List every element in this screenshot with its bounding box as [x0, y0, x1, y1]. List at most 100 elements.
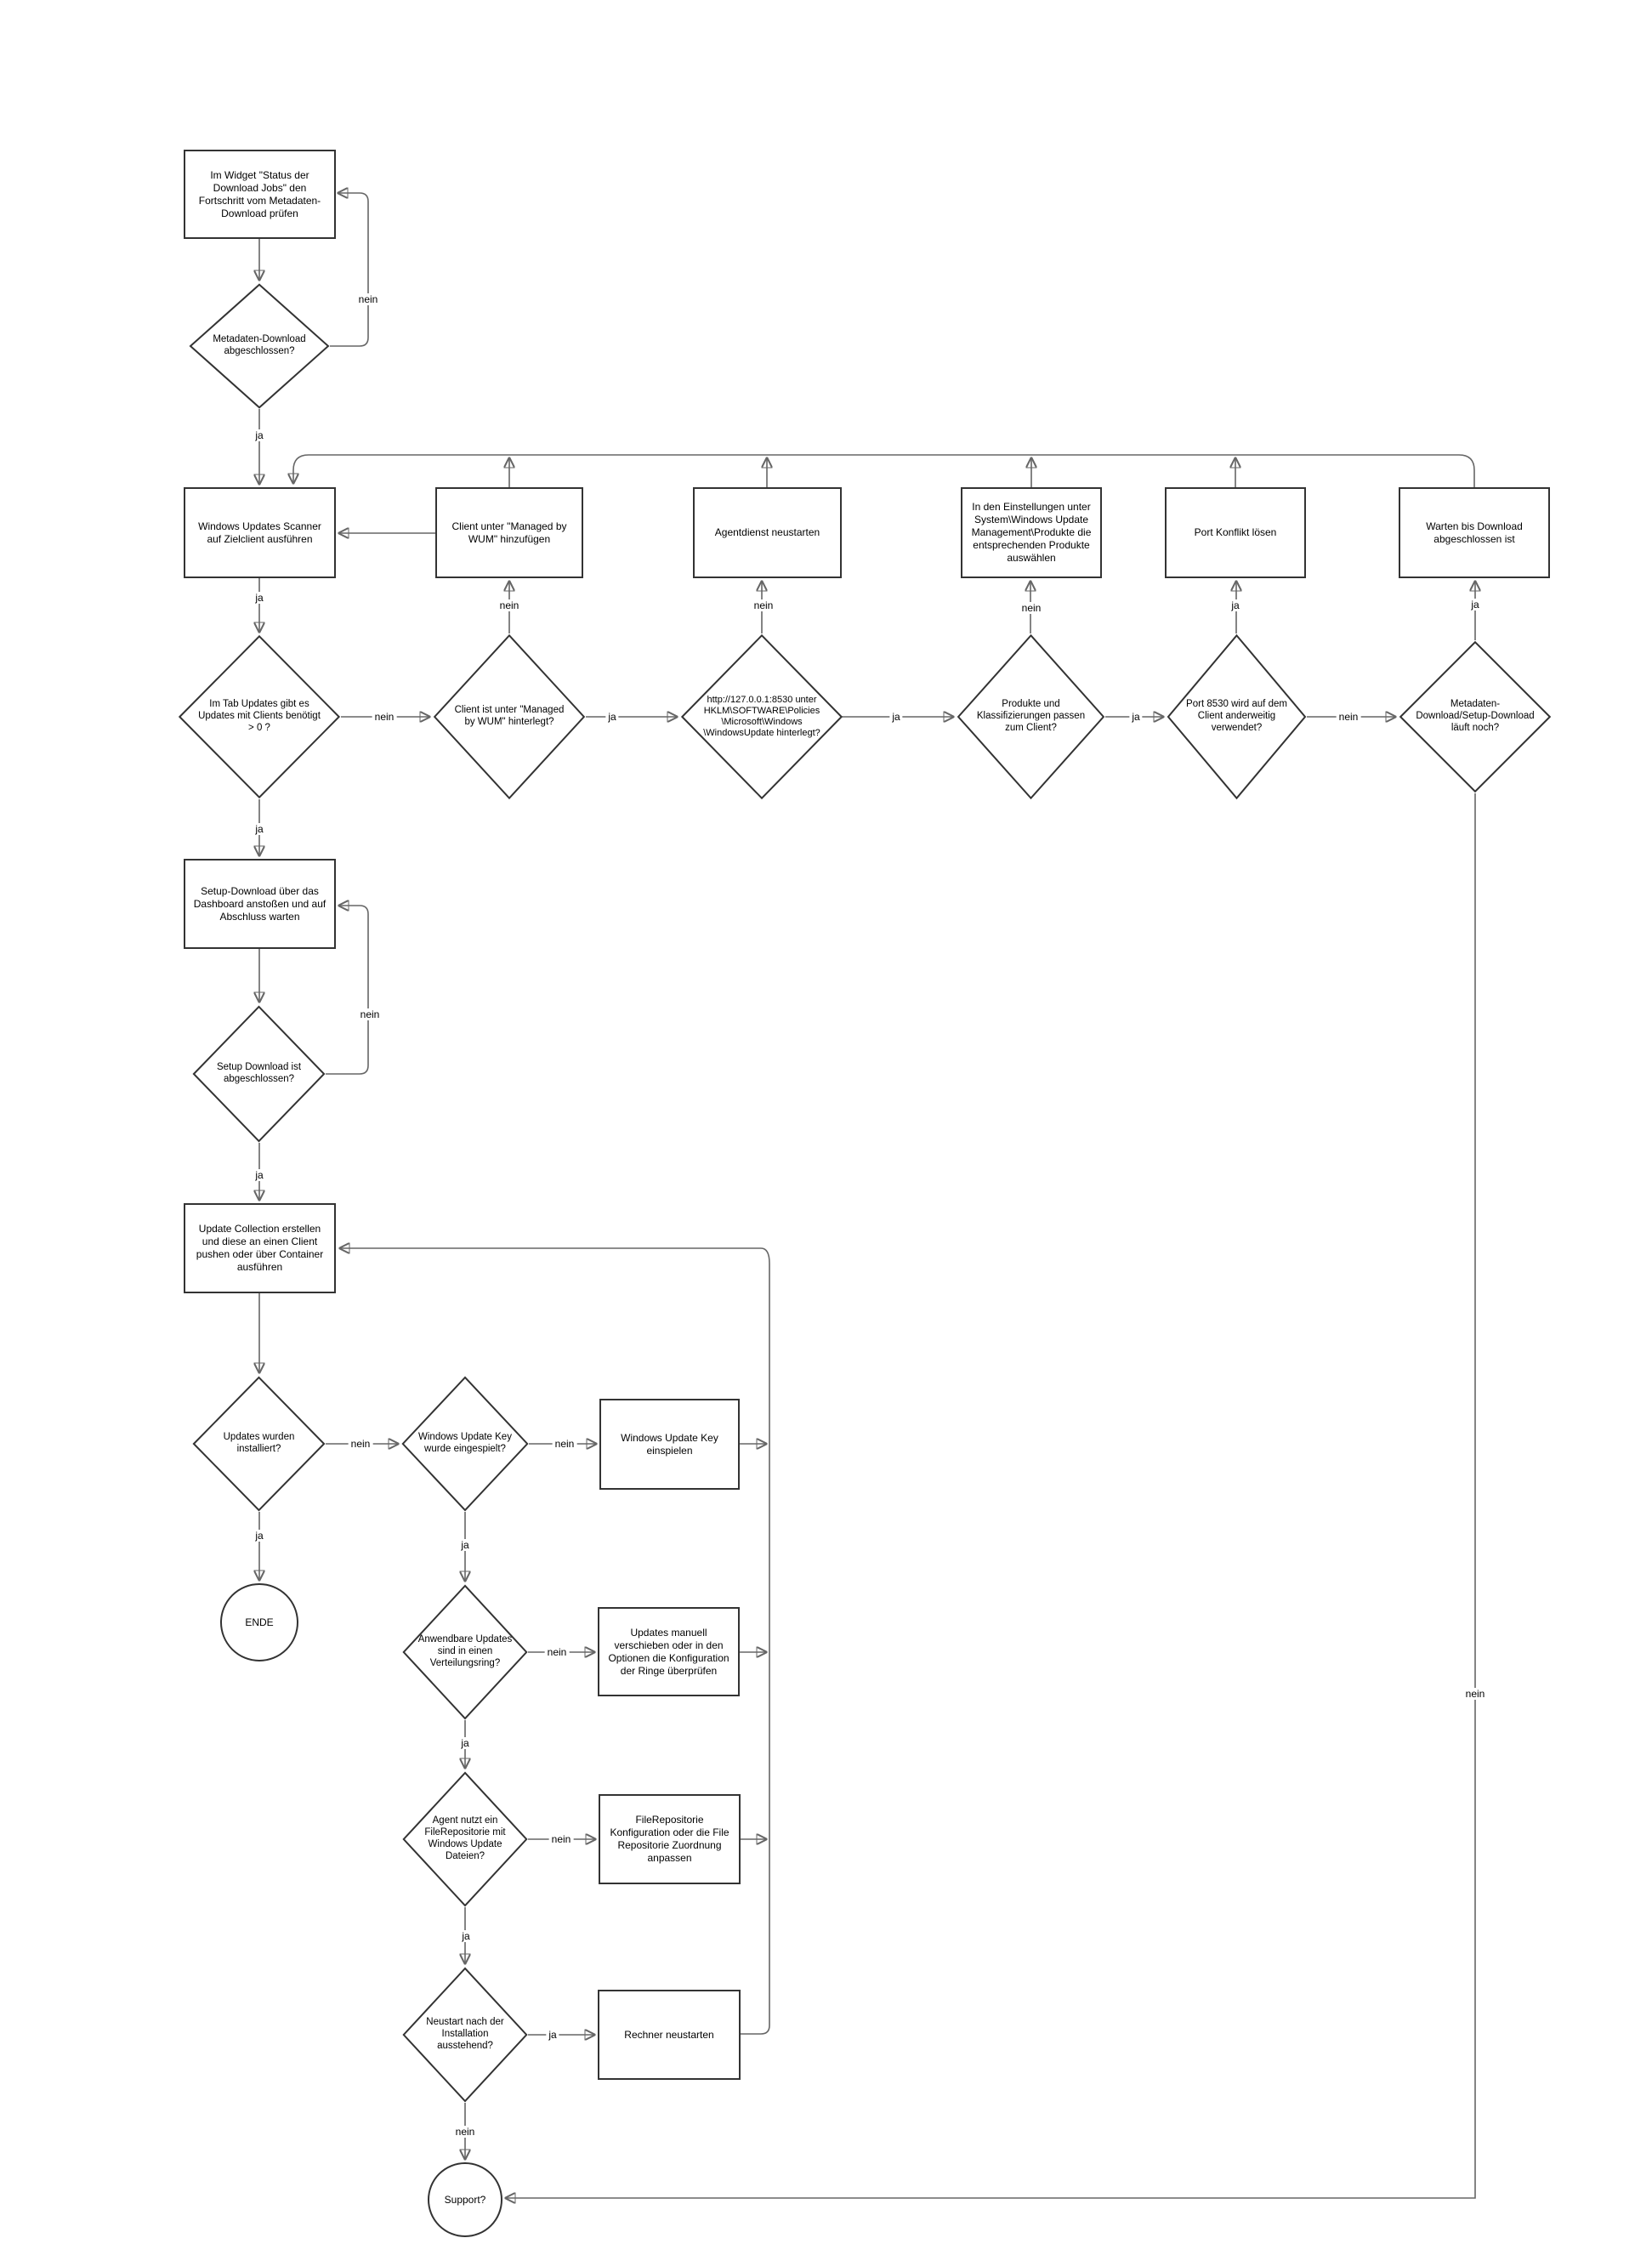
edge-label-ja: ja — [253, 1530, 266, 1542]
decision-label: Neustart nach der Installation ausstehen… — [426, 2017, 504, 2051]
process-client-hinzufuegen: Client unter "Managed by WUM" hinzufügen — [435, 487, 583, 578]
diamond-shape — [957, 633, 1105, 800]
edge-label-nein: nein — [751, 599, 776, 611]
edge-laeuft-nein-to-support — [506, 793, 1476, 2198]
process-label: Setup-Download über das Dashboard anstoß… — [193, 884, 326, 923]
edge-label-ja: ja — [605, 711, 619, 723]
decision-label: Produkte und Klassifizierungen passen zu… — [976, 699, 1086, 733]
terminal-support: Support? — [428, 2162, 502, 2237]
edge-label-nein: nein — [1019, 602, 1044, 614]
edge-label-nein: nein — [357, 1008, 383, 1020]
decision-filerepo: Agent nutzt ein FileRepositorie mit Wind… — [402, 1771, 528, 1907]
process-label: Update Collection erstellen und diese an… — [196, 1223, 324, 1273]
process-label: Warten bis Download abgeschlossen ist — [1426, 520, 1523, 545]
process-label: Windows Updates Scanner auf Zielclient a… — [198, 520, 321, 545]
process-filerepo-konfig: FileRepositorie Konfiguration oder die F… — [599, 1794, 741, 1884]
process-label: Rechner neustarten — [624, 2028, 714, 2041]
process-rechner-neustarten: Rechner neustarten — [598, 1990, 741, 2080]
process-scanner: Windows Updates Scanner auf Zielclient a… — [184, 487, 336, 578]
edge-label-ja: ja — [1229, 599, 1242, 611]
process-label: Windows Update Key einspielen — [621, 1431, 718, 1457]
edge-feedback-bus-to-scanner — [293, 454, 1475, 487]
edge-label-ja: ja — [459, 1930, 473, 1942]
process-label: In den Einstellungen unter System\Window… — [971, 501, 1092, 564]
diamond-shape — [178, 634, 341, 799]
edge-metadata-nein-loop — [330, 193, 369, 347]
decision-label: Metadaten-Download/Setup-Download läuft … — [1416, 699, 1535, 733]
edge-label-nein: nein — [544, 1646, 570, 1658]
diamond-shape — [192, 1376, 326, 1512]
process-updates-manuell: Updates manuell verschieben oder in den … — [598, 1607, 740, 1696]
decision-updates-installiert: Updates wurden installiert? — [192, 1376, 326, 1512]
process-label: Updates manuell verschieben oder in den … — [608, 1626, 729, 1677]
decision-label: Agent nutzt ein FileRepositorie mit Wind… — [424, 1815, 506, 1861]
terminal-ende: ENDE — [220, 1583, 298, 1661]
decision-label: Im Tab Updates gibt es Updates mit Clien… — [198, 699, 321, 733]
process-setup-download: Setup-Download über das Dashboard anstoß… — [184, 859, 336, 949]
decision-label: Setup Download ist abgeschlossen? — [216, 1062, 302, 1084]
process-label: Client unter "Managed by WUM" hinzufügen — [451, 520, 567, 545]
diamond-shape — [433, 633, 586, 800]
decision-label: Client ist unter "Managed by WUM" hinter… — [454, 705, 565, 727]
process-wuk-einspielen: Windows Update Key einspielen — [599, 1399, 740, 1490]
decision-label: Anwendbare Updates sind in einen Verteil… — [417, 1634, 513, 1668]
edge-label-nein: nein — [497, 599, 522, 611]
decision-label: Windows Update Key wurde eingespielt? — [418, 1432, 512, 1454]
edge-collector-to-collection — [340, 1248, 770, 2035]
edge-setup-abgeschlossen-nein-loop — [326, 906, 369, 1075]
terminal-label: ENDE — [245, 1616, 274, 1628]
edge-label-ja: ja — [546, 2029, 559, 2041]
process-label: FileRepositorie Konfiguration oder die F… — [610, 1814, 729, 1864]
edge-label-ja: ja — [253, 1169, 266, 1181]
process-warten: Warten bis Download abgeschlossen ist — [1399, 487, 1550, 578]
edge-label-ja: ja — [253, 429, 266, 441]
decision-label: Port 8530 wird auf dem Client anderweiti… — [1186, 699, 1287, 733]
decision-setup-abgeschlossen: Setup Download ist abgeschlossen? — [192, 1005, 326, 1143]
edge-label-ja: ja — [458, 1539, 472, 1551]
diamond-shape — [1399, 640, 1552, 793]
edge-label-ja: ja — [458, 1737, 472, 1749]
edge-label-nein: nein — [355, 293, 381, 305]
process-label: Im Widget "Status der Download Jobs" den… — [198, 168, 321, 219]
edge-label-nein: nein — [348, 1438, 373, 1450]
process-port-konflikt: Port Konflikt lösen — [1165, 487, 1306, 578]
decision-label: Metadaten-Download abgeschlossen? — [213, 334, 306, 356]
decision-download-laeuft: Metadaten-Download/Setup-Download läuft … — [1399, 640, 1552, 793]
edge-label-nein: nein — [452, 2126, 478, 2138]
edge-label-nein: nein — [552, 1438, 577, 1450]
decision-produkte: Produkte und Klassifizierungen passen zu… — [957, 633, 1105, 800]
decision-port8530: Port 8530 wird auf dem Client anderweiti… — [1167, 633, 1307, 800]
diamond-shape — [402, 1967, 528, 2103]
diamond-shape — [402, 1584, 528, 1720]
decision-client-hinterlegt: Client ist unter "Managed by WUM" hinter… — [433, 633, 586, 800]
edge-label-nein: nein — [1336, 711, 1361, 723]
edge-label-ja: ja — [1468, 599, 1482, 611]
process-agentdienst: Agentdienst neustarten — [693, 487, 842, 578]
edge-label-ja: ja — [889, 711, 903, 723]
decision-tab-updates: Im Tab Updates gibt es Updates mit Clien… — [178, 634, 341, 799]
edge-label-ja: ja — [253, 592, 266, 604]
process-update-collection: Update Collection erstellen und diese an… — [184, 1203, 336, 1293]
process-label: Agentdienst neustarten — [714, 526, 820, 538]
diamond-shape — [401, 1376, 529, 1512]
diamond-shape — [402, 1771, 528, 1907]
terminal-label: Support? — [444, 2194, 486, 2206]
edge-label-nein: nein — [548, 1833, 574, 1845]
process-einstellungen: In den Einstellungen unter System\Window… — [961, 487, 1102, 578]
edge-label-ja: ja — [1129, 711, 1143, 723]
process-widget-status: Im Widget "Status der Download Jobs" den… — [184, 150, 336, 239]
diamond-shape — [192, 1005, 326, 1143]
process-label: Port Konflikt lösen — [1194, 526, 1277, 538]
diamond-shape — [680, 633, 843, 800]
edge-label-nein: nein — [1462, 1688, 1488, 1700]
decision-verteilungsring: Anwendbare Updates sind in einen Verteil… — [402, 1584, 528, 1720]
decision-wuk-eingespielt: Windows Update Key wurde eingespielt? — [401, 1376, 529, 1512]
edge-label-nein: nein — [372, 711, 397, 723]
decision-label: http://127.0.0.1:8530 unter HKLM\SOFTWAR… — [703, 694, 820, 739]
decision-metadaten-abgeschlossen: Metadaten-Download abgeschlossen? — [189, 283, 330, 409]
decision-neustart-ausstehend: Neustart nach der Installation ausstehen… — [402, 1967, 528, 2103]
decision-registry: http://127.0.0.1:8530 unter HKLM\SOFTWAR… — [680, 633, 843, 800]
diamond-shape — [1167, 633, 1307, 800]
